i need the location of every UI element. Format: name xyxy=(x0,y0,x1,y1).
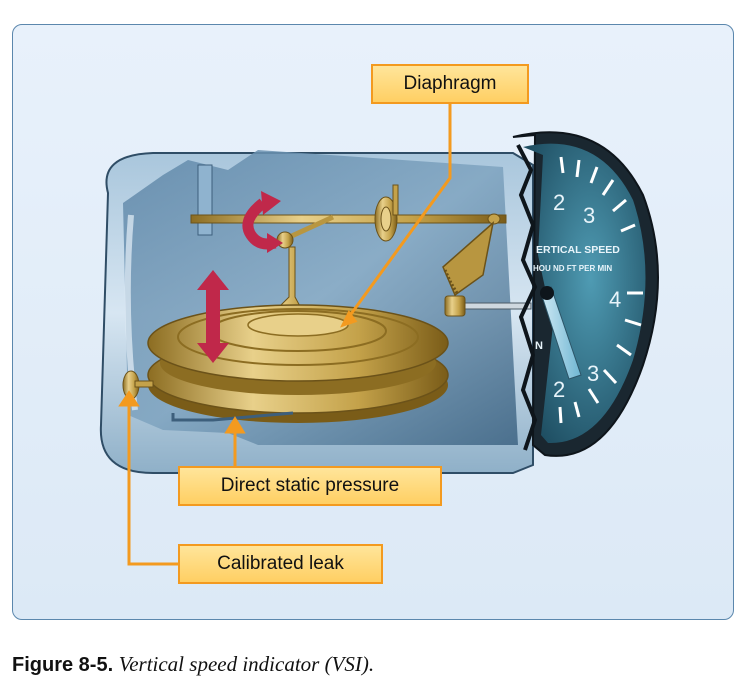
static-inlet-line xyxy=(171,411,294,422)
rotation-arrow xyxy=(242,198,277,250)
figure-title: Vertical speed indicator (VSI). xyxy=(118,652,375,676)
gauge-numeral-2-up: 2 xyxy=(553,190,565,215)
callout-direct-static-pressure: Direct static pressure xyxy=(178,466,442,506)
vsi-illustration: 2 3 4 3 2 ERTICAL SPEED HOU ND FT PER MI… xyxy=(99,84,659,566)
figure-caption: Figure 8-5. Vertical speed indicator (VS… xyxy=(12,652,374,677)
gauge-tick-marks xyxy=(558,156,643,424)
gauge-numeral-3-up: 3 xyxy=(583,203,595,228)
support-post xyxy=(197,164,213,236)
figure-frame: 2 3 4 3 2 ERTICAL SPEED HOU ND FT PER MI… xyxy=(12,24,734,620)
gauge-subtitle-right: ND FT PER MIN xyxy=(553,264,612,273)
sector-gear xyxy=(442,220,495,297)
gauge-title: ERTICAL SPEED xyxy=(536,244,620,256)
vsi-gauge-face: 2 3 4 3 2 ERTICAL SPEED HOU ND FT PER MI… xyxy=(512,131,659,457)
callout-leaders xyxy=(118,84,452,566)
callout-calibrated-leak: Calibrated leak xyxy=(178,544,383,584)
diaphragm-capsule xyxy=(147,304,449,423)
gauge-numeral-4: 4 xyxy=(609,287,621,312)
vertical-motion-arrow xyxy=(197,270,229,363)
callout-diaphragm: Diaphragm xyxy=(371,64,529,104)
gauge-numeral-3-down: 3 xyxy=(587,361,599,386)
gauge-numeral-2-down: 2 xyxy=(553,377,565,402)
pinion-gear xyxy=(444,295,466,317)
rocking-shaft xyxy=(190,214,507,224)
leader-leak xyxy=(127,401,178,566)
figure-number: Figure 8-5. xyxy=(12,654,114,676)
gauge-side-letter: N xyxy=(535,340,543,352)
leader-diaphragm xyxy=(341,84,452,326)
gauge-subtitle-left: HOU xyxy=(533,264,551,273)
